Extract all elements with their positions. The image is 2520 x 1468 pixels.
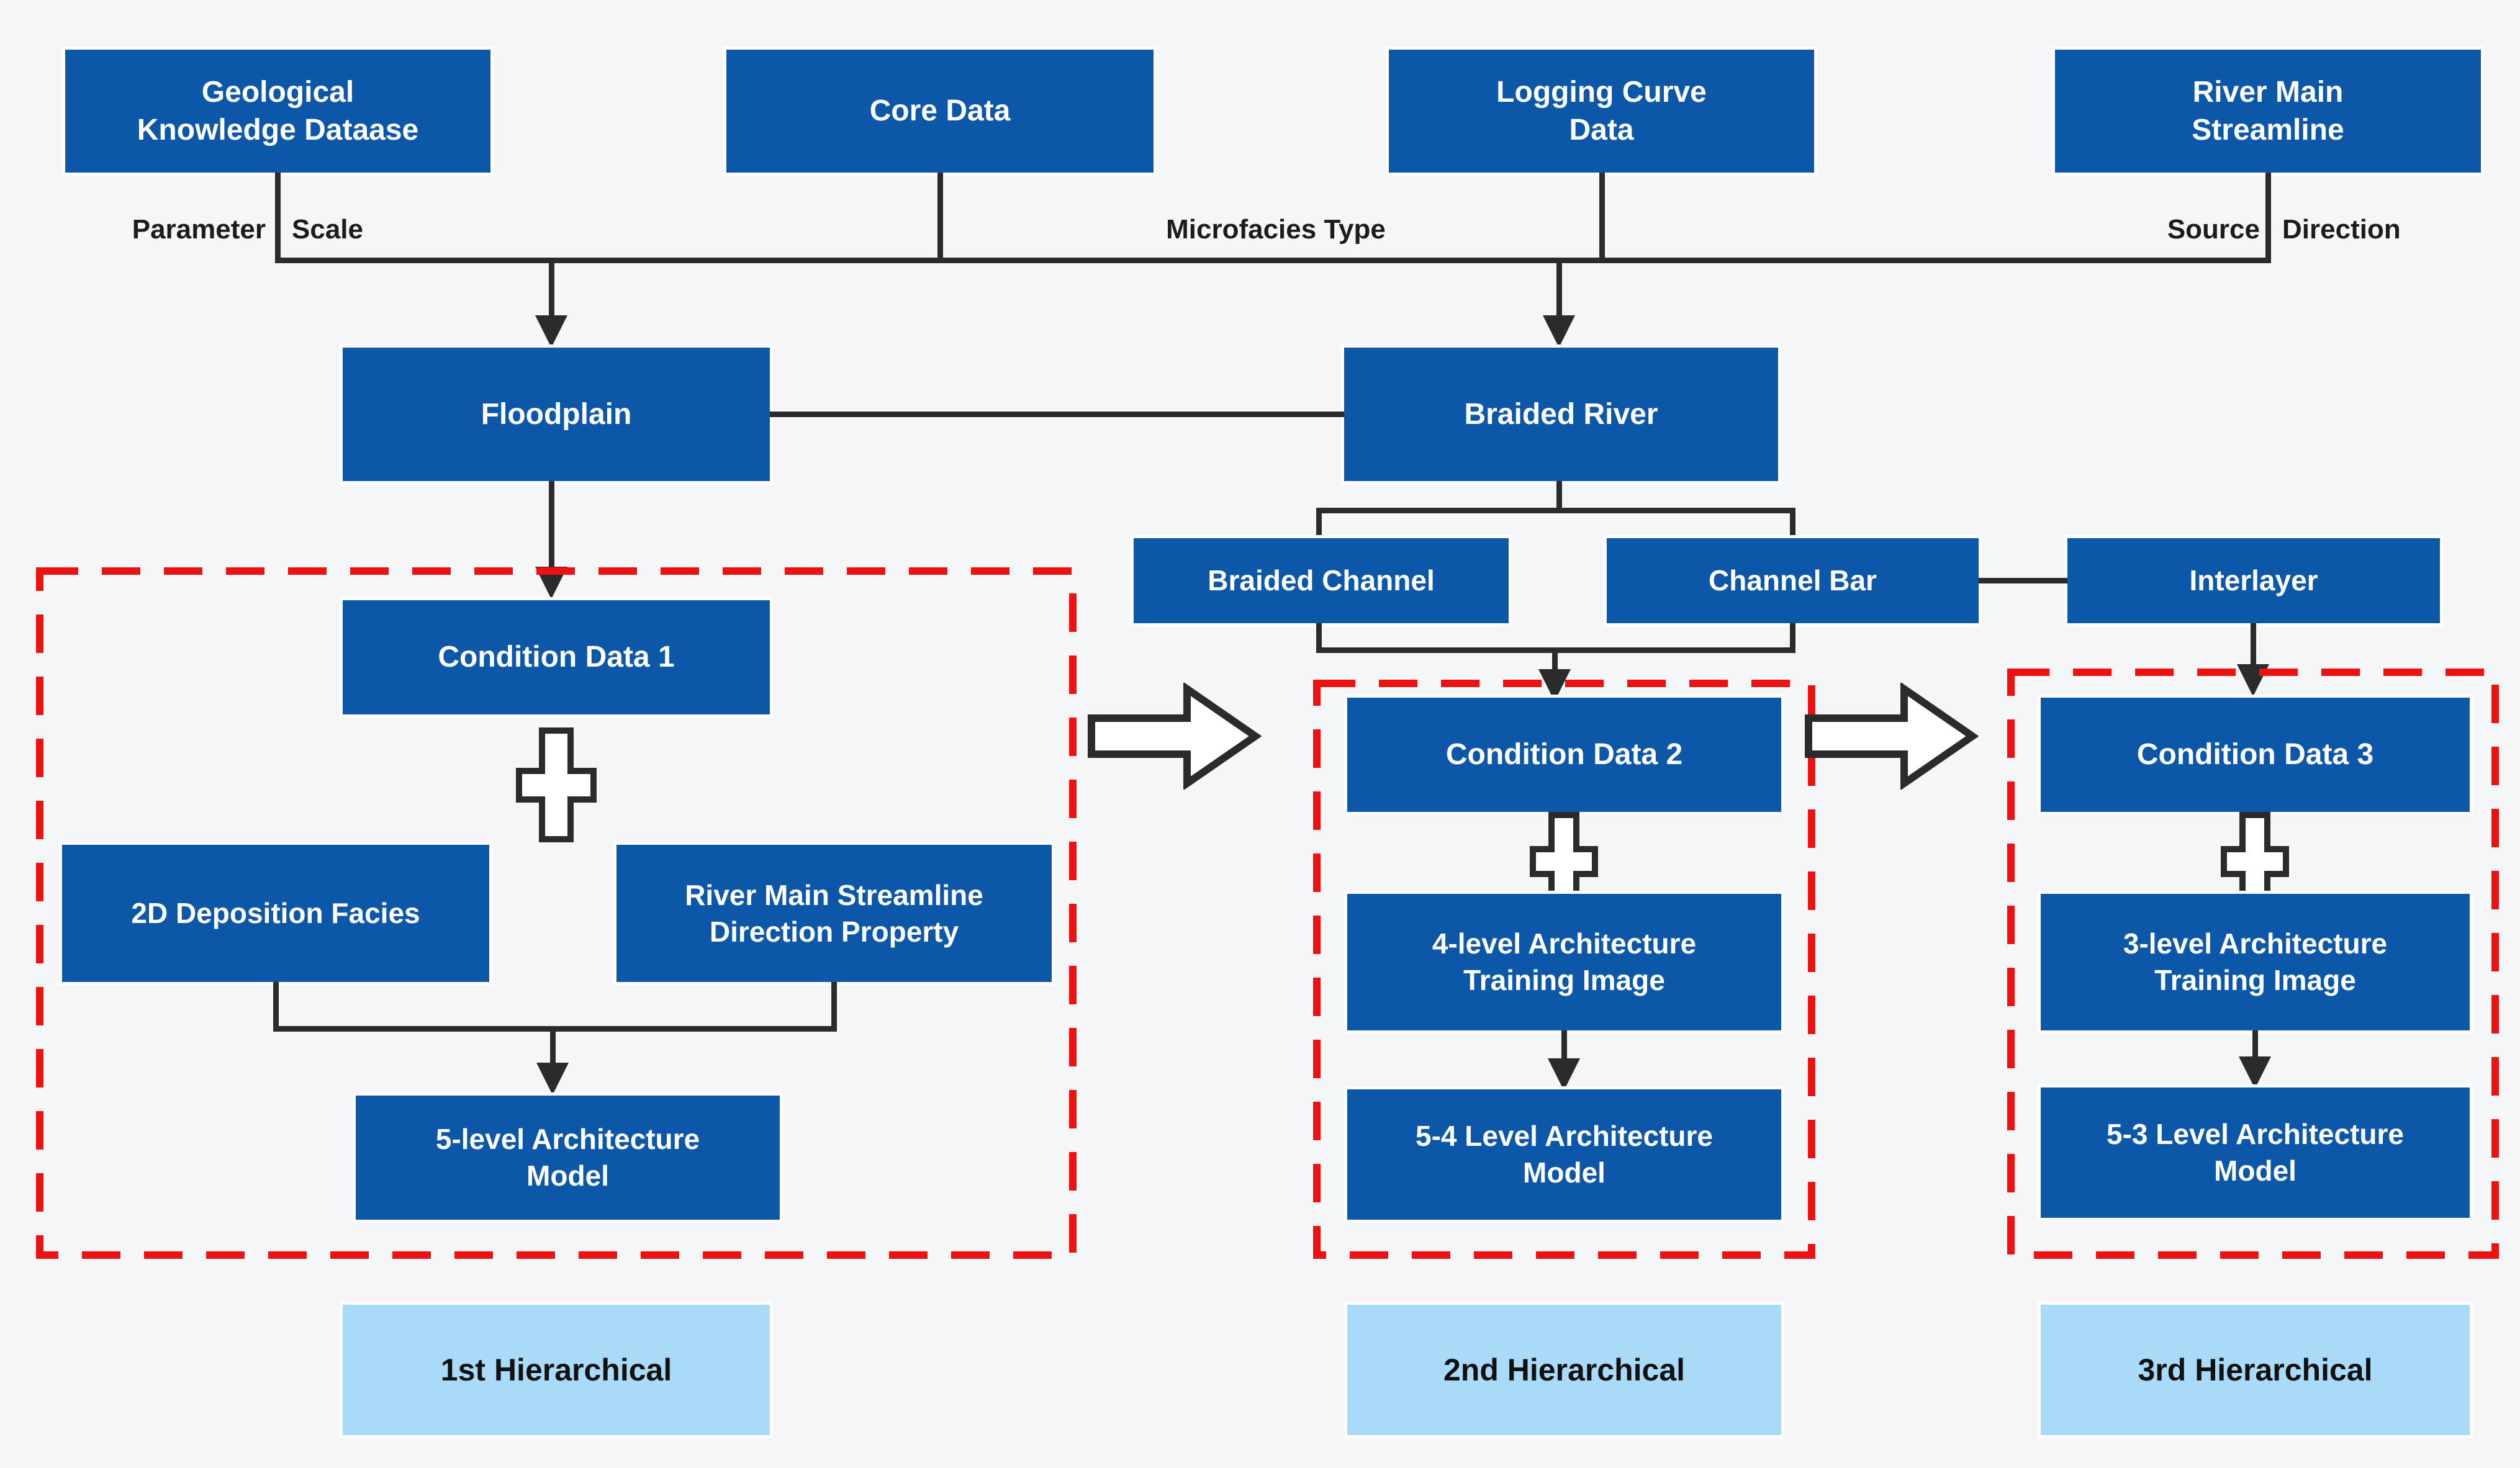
connector-river-down [2265, 173, 2271, 263]
node-4-level-architecture-training-image: 4-level Architecture Training Image [1347, 894, 1781, 1030]
connector-logging-down [1599, 173, 1605, 263]
dashed-region-hierarchy-3 [2007, 669, 2499, 1262]
flow-arrow-icon [1086, 682, 1262, 793]
connector-geological-down [275, 173, 281, 263]
node-logging-curve-data: Logging Curve Data [1389, 50, 1814, 173]
connector-floodplain-braidedriver [770, 412, 1344, 417]
node-geological-knowledge-database: Geological Knowledge Dataase [65, 50, 490, 173]
dashed-region-hierarchy-2 [1313, 680, 1815, 1262]
node-braided-river: Braided River [1344, 348, 1778, 481]
arrowhead-icon [536, 1063, 569, 1095]
edge-label-parameter: Parameter [132, 214, 266, 245]
connector-interlayer-down [2251, 623, 2256, 668]
connector-top-bus [275, 258, 2271, 263]
edge-label-scale: Scale [292, 214, 363, 245]
label-1st-hierarchical: 1st Hierarchical [343, 1305, 770, 1435]
connector-core-down [937, 173, 943, 263]
node-2d-deposition-facies: 2D Deposition Facies [62, 845, 489, 982]
label-2nd-hierarchical: 2nd Hierarchical [1347, 1305, 1781, 1435]
dashed-region-hierarchy-1 [36, 567, 1077, 1262]
node-braided-channel: Braided Channel [1134, 538, 1509, 623]
flow-arrow-icon [1804, 682, 1979, 793]
connector-braidedriver-down [1556, 481, 1562, 513]
node-channel-bar: Channel Bar [1607, 538, 1979, 623]
connector-to-braided-river [1556, 258, 1562, 320]
connector-facies-down [273, 982, 279, 1032]
node-condition-data-3: Condition Data 3 [2041, 698, 2470, 812]
node-condition-data-2: Condition Data 2 [1347, 698, 1781, 812]
node-river-main-streamline: River Main Streamline [2055, 50, 2481, 173]
node-5-3-level-architecture-model: 5-3 Level Architecture Model [2041, 1087, 2470, 1218]
plus-icon [516, 727, 597, 845]
node-floodplain: Floodplain [343, 348, 770, 481]
node-5-level-architecture-model: 5-level Architecture Model [356, 1096, 780, 1220]
node-river-main-streamline-direction-property: River Main Streamline Direction Property [616, 845, 1052, 982]
edge-label-source: Source [2167, 214, 2260, 245]
edge-label-microfacies-type: Microfacies Type [1166, 214, 1386, 245]
connector-braidedchannel-down [1316, 623, 1322, 653]
connector-channelbar-down [1790, 623, 1795, 653]
node-3-level-architecture-training-image: 3-level Architecture Training Image [2041, 894, 2470, 1030]
arrowhead-icon [1543, 315, 1575, 348]
connector-direction-down [831, 982, 837, 1032]
arrowhead-icon [1548, 1058, 1580, 1091]
arrowhead-icon [2239, 1056, 2271, 1089]
node-core-data: Core Data [726, 50, 1154, 173]
edge-label-direction: Direction [2282, 214, 2401, 245]
node-5-4-level-architecture-model: 5-4 Level Architecture Model [1347, 1089, 1781, 1220]
connector-channelbar-interlayer [1979, 578, 2067, 583]
connector-to-5level-model [550, 1026, 556, 1065]
connector-split-bar [1316, 508, 1795, 513]
connector-to-floodplain [549, 258, 554, 320]
connector-to-54-model [1561, 1030, 1567, 1061]
node-condition-data-1: Condition Data 1 [343, 600, 770, 714]
node-interlayer: Interlayer [2067, 538, 2440, 623]
arrowhead-icon [535, 315, 567, 348]
connector-floodplain-down [549, 481, 554, 569]
connector-to-condition-2 [1552, 647, 1558, 672]
connector-to-channel-bar [1790, 508, 1795, 538]
label-3rd-hierarchical: 3rd Hierarchical [2041, 1305, 2470, 1435]
connector-to-53-model [2252, 1030, 2258, 1060]
connector-to-braided-channel [1316, 508, 1322, 538]
